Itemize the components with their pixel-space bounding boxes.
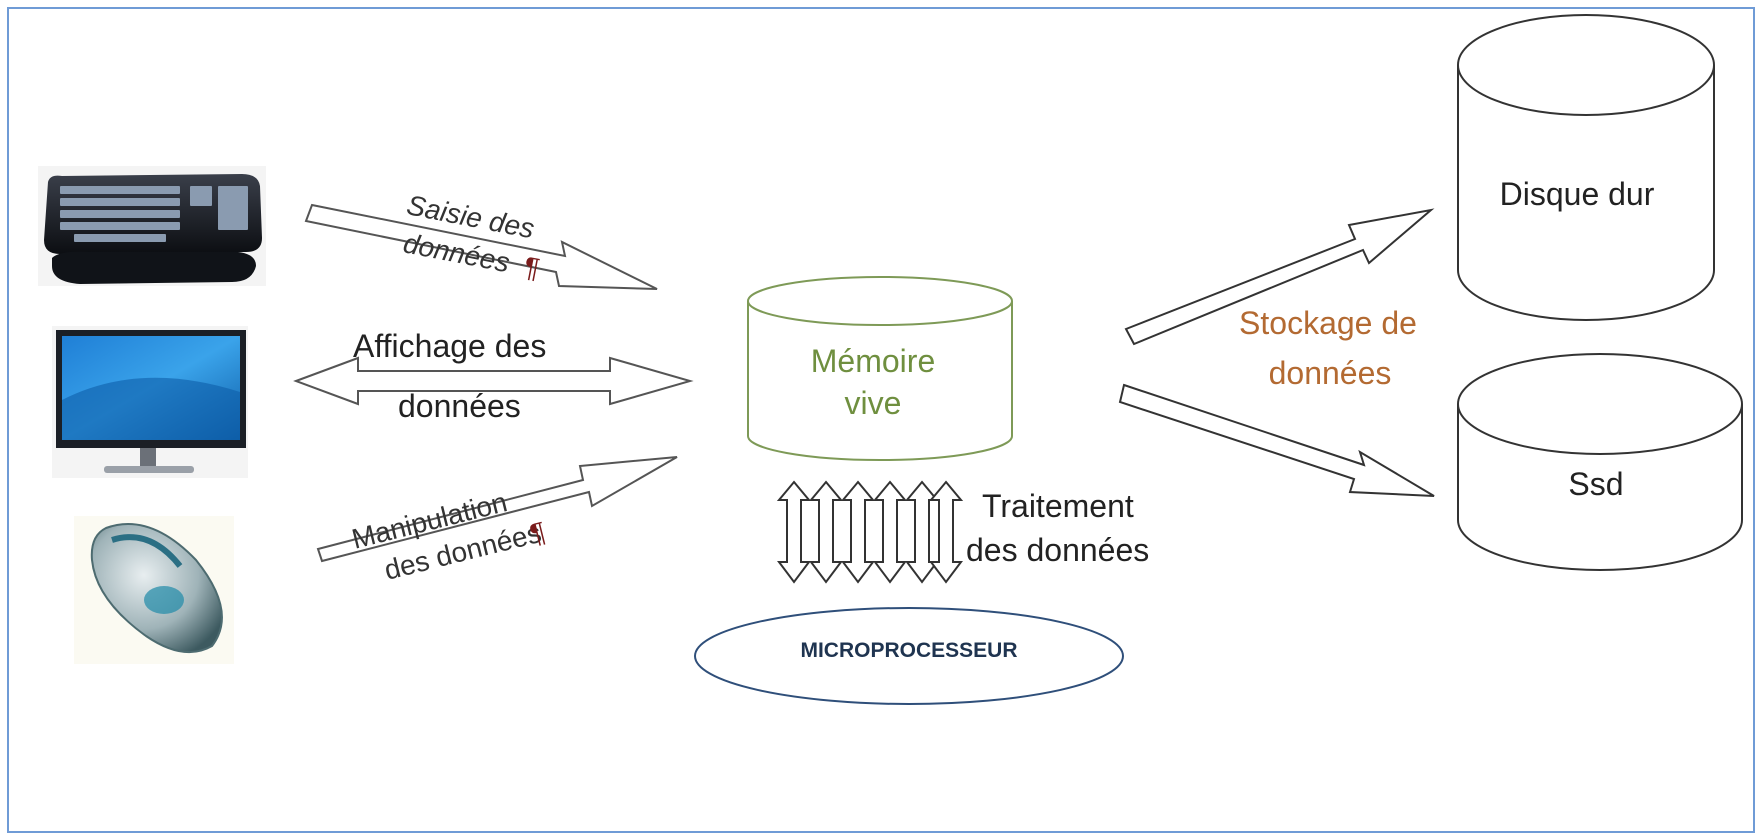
svg-text:¶: ¶ [521, 251, 542, 284]
display-label-line1: Affichage des [353, 328, 546, 364]
mouse-icon [74, 516, 234, 664]
manipulation-arrow [316, 456, 678, 563]
ssd-cylinder: Ssd [1457, 353, 1743, 571]
ram-label-line2: vive [845, 385, 902, 421]
cpu-ellipse: MICROPROCESSEUR [694, 607, 1124, 705]
hdd-label: Disque dur [1500, 176, 1655, 212]
processing-label-line2: des données [966, 532, 1149, 568]
storage-arrow-hdd [1124, 208, 1435, 346]
ram-cylinder: Mémoire vive [747, 276, 1013, 461]
display-label-line2: données [398, 388, 521, 424]
diagram-frame [7, 7, 1755, 833]
ram-label-line1: Mémoire [811, 343, 935, 379]
cpu-label: MICROPROCESSEUR [800, 639, 1017, 662]
storage-arrow-ssd [1118, 383, 1435, 497]
keyboard-icon [38, 166, 266, 286]
storage-label-line2: données [1269, 355, 1392, 391]
svg-text:¶: ¶ [527, 516, 549, 550]
processing-label-line1: Traitement [982, 488, 1134, 524]
hdd-cylinder: Disque dur [1457, 14, 1715, 321]
monitor-icon [52, 326, 248, 478]
input-arrow [304, 203, 658, 290]
processing-arrows [776, 480, 964, 584]
storage-label-line1: Stockage de [1239, 305, 1417, 341]
ssd-label: Ssd [1568, 466, 1623, 502]
display-arrow [293, 356, 694, 406]
